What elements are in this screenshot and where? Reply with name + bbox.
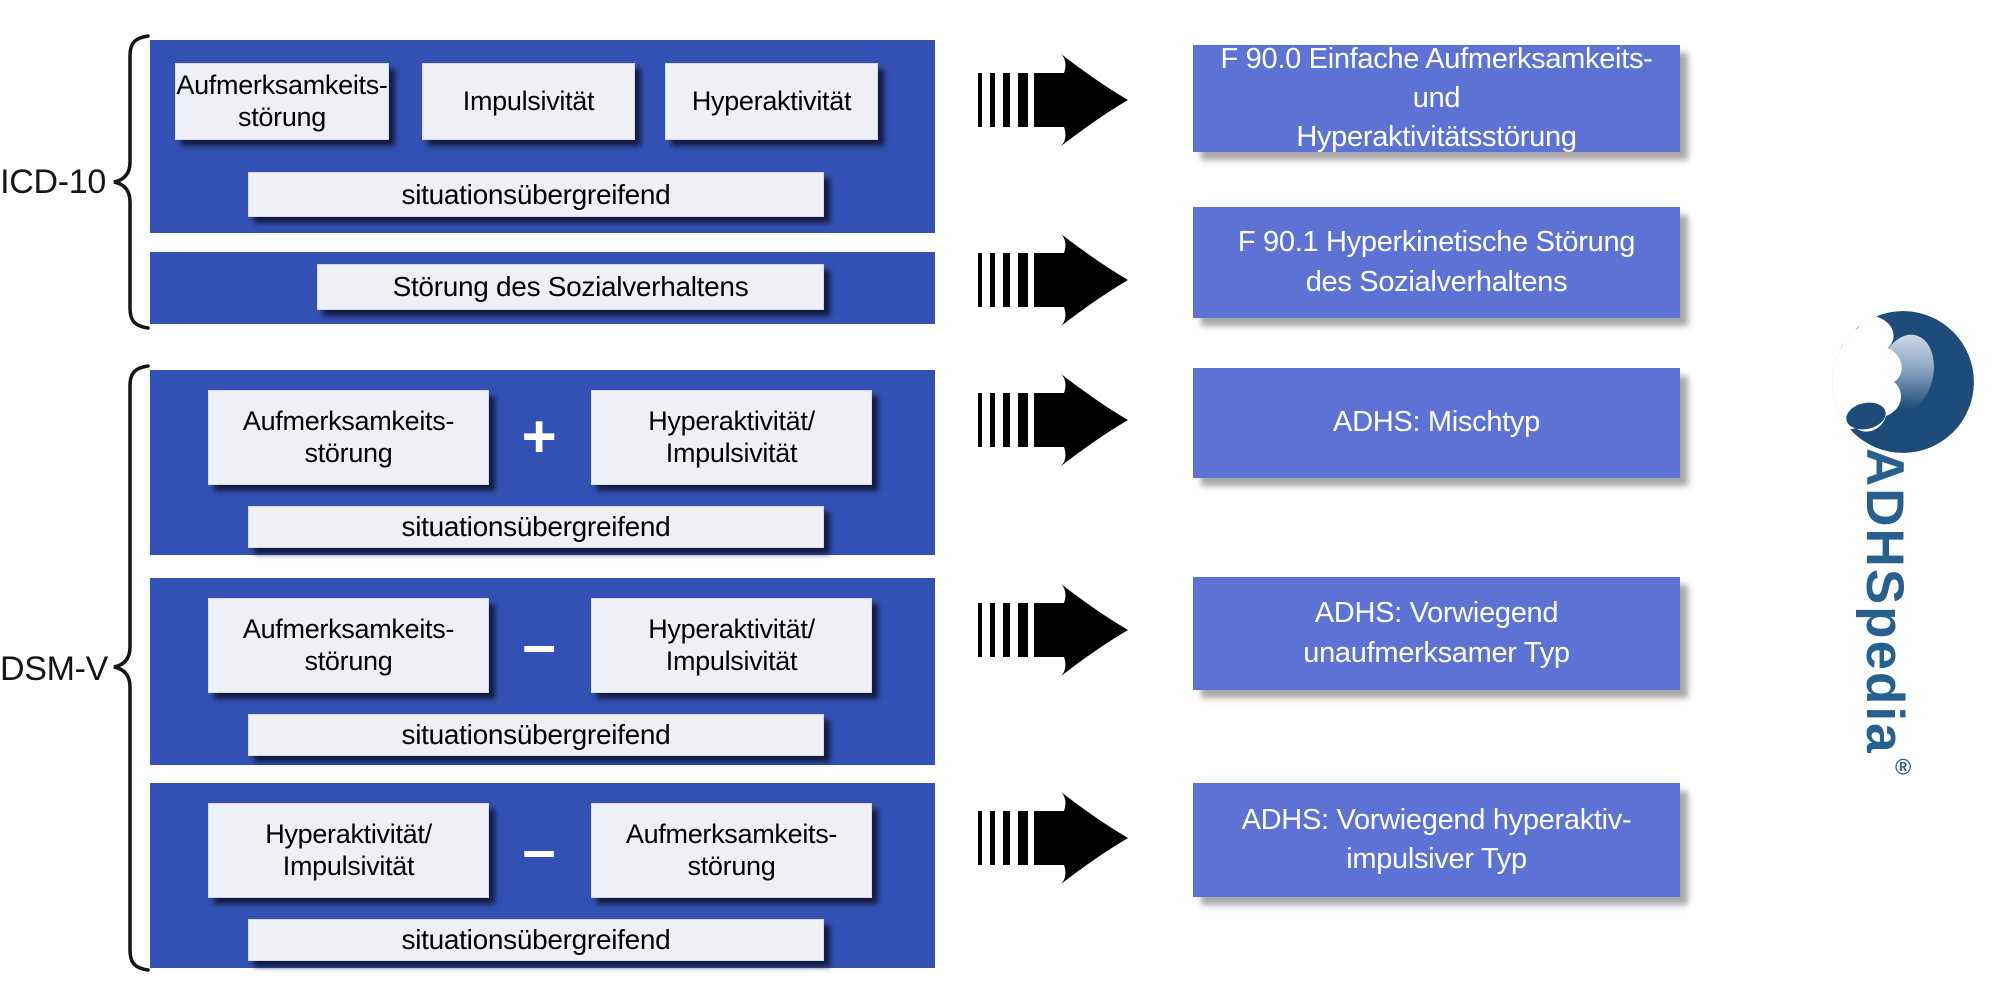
criterion-box-hyperactivity-impulsivity: Hyperaktivität/ Impulsivität [591,390,872,485]
criterion-box-hyperactivity-impulsivity: Hyperaktivität/ Impulsivität [591,598,872,693]
arrow-icon [978,54,1128,146]
result-box-mischtyp: ADHS: Mischtyp [1193,368,1680,478]
arrow-icon [978,234,1128,326]
icd10-criteria-panel-1: Aufmerksamkeits- störung Impulsivität Hy… [150,40,935,233]
criterion-box-hyperactivity: Hyperaktivität [665,63,878,140]
criterion-box-impulsivity: Impulsivität [422,63,635,140]
arrow-icon [978,792,1128,884]
criterion-box-hyperactivity-impulsivity: Hyperaktivität/ Impulsivität [208,803,489,898]
plus-operator: + [521,402,557,470]
adhspedia-logo: ADHSpedia® [1824,306,1994,780]
criterion-box-attention: Aufmerksamkeits- störung [591,803,872,898]
dsmv-group-label: DSM-V [0,650,109,688]
result-box-f900: F 90.0 Einfache Aufmerksamkeits- und Hyp… [1193,43,1680,153]
result-box-unaufmerksam: ADHS: Vorwiegend unaufmerksamer Typ [1193,577,1680,690]
arrow-icon [978,584,1128,676]
minus-operator: – [522,815,556,883]
dsmv-criteria-panel-3: Hyperaktivität/ Impulsivität – Aufmerksa… [150,783,935,968]
qualifier-box: situationsübergreifend [248,714,824,756]
criterion-box-attention: Aufmerksamkeits- störung [208,598,489,693]
adhspedia-logo-text: ADHSpedia® [1854,448,1916,780]
dsmv-criteria-panel-2: Aufmerksamkeits- störung – Hyperaktivitä… [150,578,935,765]
dsmv-criteria-panel-1: Aufmerksamkeits- störung + Hyperaktivitä… [150,370,935,555]
registered-trademark-icon: ® [1890,754,1916,780]
criterion-box-attention: Aufmerksamkeits- störung [175,63,389,140]
result-box-f901: F 90.1 Hyperkinetische Störung des Sozia… [1193,207,1680,318]
qualifier-box: situationsübergreifend [248,506,824,548]
icd10-criteria-panel-2: Störung des Sozialverhaltens [150,252,935,324]
minus-operator: – [522,610,556,678]
icd10-group-label: ICD-10 [0,163,106,201]
adhspedia-logo-icon [1832,311,1974,453]
qualifier-box: situationsübergreifend [248,919,824,961]
logo-wordmark: ADHSpedia [1855,448,1914,755]
qualifier-box: situationsübergreifend [248,172,824,217]
icd10-brace-icon [113,34,150,330]
result-box-hyperaktiv-impulsiv: ADHS: Vorwiegend hyperaktiv- impulsiver … [1193,783,1680,897]
criterion-box-conduct-disorder: Störung des Sozialverhaltens [317,264,824,310]
arrow-icon [978,374,1128,466]
dsmv-brace-icon [113,364,150,972]
criterion-box-attention: Aufmerksamkeits- störung [208,390,489,485]
